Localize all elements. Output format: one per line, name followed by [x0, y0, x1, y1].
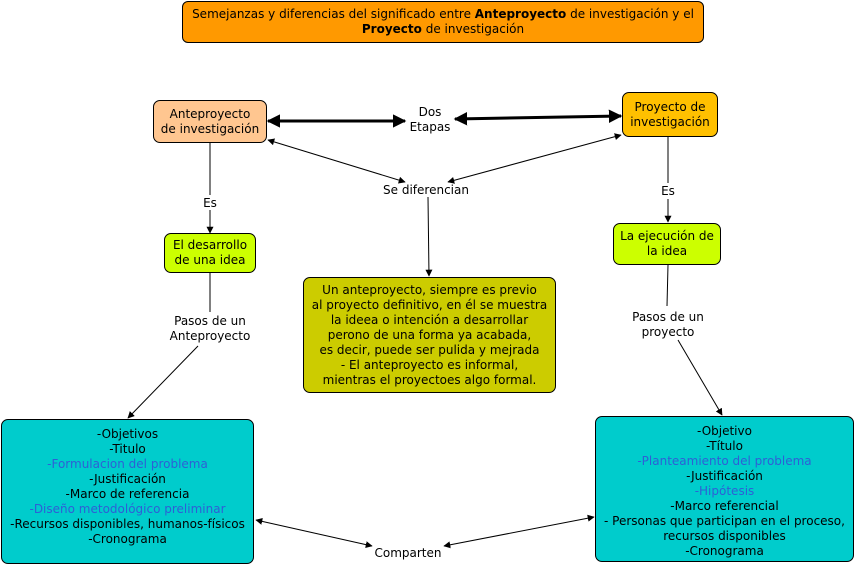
- link-se-diferencian-diferencia: [425, 196, 433, 277]
- list-item: -Objetivo: [697, 424, 752, 438]
- list-item-highlighted: -Planteamiento del problema: [637, 454, 812, 468]
- phrase-text: Se diferencian: [383, 183, 469, 197]
- link-dos-etapas-proyecto: [453, 109, 623, 126]
- concept-text: la ideea o intención a desarrollar: [330, 312, 529, 327]
- list-item: recursos disponibles: [663, 529, 786, 543]
- concept-text: es decir, puede ser pulida y mejrada: [319, 342, 540, 357]
- phrase-text: Comparten: [374, 546, 442, 560]
- concept-text: Proyecto de: [634, 99, 706, 114]
- concept-text: La ejecución de: [620, 229, 714, 243]
- list-item: -Marco de referencia: [65, 487, 190, 501]
- concept-diferencia[interactable]: Un anteproyecto, siempre es previo al pr…: [303, 277, 556, 393]
- list-item: -Objetivos: [96, 427, 159, 441]
- phrase-se-diferencian[interactable]: Se diferencian: [376, 183, 476, 198]
- title-line-2: Proyecto de investigación: [361, 22, 525, 36]
- phrase-comparten[interactable]: Comparten: [372, 546, 444, 561]
- link-lista-ante-comparten: [255, 517, 373, 549]
- link-ejecucion-pasos: [666, 264, 669, 307]
- phrase-text: proyecto: [641, 325, 695, 339]
- phrase-dos-etapas[interactable]: Dos Etapas: [405, 105, 455, 135]
- concept-desarrollo-idea[interactable]: El desarrollo de una idea: [164, 233, 256, 273]
- list-item-highlighted: -Hipótesis: [694, 484, 755, 498]
- concept-text: perono de una forma ya acabada,: [327, 327, 532, 342]
- list-item: -Recursos disponibles, humanos-físicos: [10, 517, 245, 531]
- concept-text: mientras el proyectoes algo formal.: [322, 372, 537, 387]
- phrase-pasos-anteproyecto[interactable]: Pasos de un Anteproyecto: [160, 314, 260, 344]
- concept-proyecto[interactable]: Proyecto de investigación: [622, 92, 718, 137]
- link-proyecto-se-diferencian: [447, 133, 622, 184]
- concept-text: de investigación: [160, 121, 260, 136]
- list-item: -Marco referencial: [670, 499, 779, 513]
- link-pasos-lista-ante: [127, 345, 199, 419]
- phrase-text: Anteproyecto: [169, 329, 251, 343]
- link-comparten-lista-proy: [443, 514, 595, 549]
- phrase-text: Es: [661, 184, 675, 198]
- concept-pasos-proyecto-list[interactable]: -Objetivo -Título -Planteamiento del pro…: [595, 416, 854, 562]
- phrase-pasos-proyecto[interactable]: Pasos de un proyecto: [620, 310, 716, 340]
- list-item: -Justificación: [89, 472, 166, 486]
- concept-text: - El anteproyecto es informal,: [340, 357, 519, 372]
- list-item-highlighted: -Formulacion del problema: [47, 457, 208, 471]
- phrase-text: Etapas: [409, 120, 451, 134]
- title-box: Semejanzas y diferencias del significado…: [182, 1, 704, 43]
- concept-text: investigación: [630, 114, 710, 129]
- list-item: -Cronograma: [88, 532, 167, 546]
- phrase-text: Dos: [418, 105, 442, 119]
- concept-ejecucion-idea[interactable]: La ejecución de la idea: [613, 223, 721, 265]
- phrase-es-left[interactable]: Es: [198, 196, 222, 211]
- concept-text: la idea: [646, 244, 688, 258]
- list-item: -Titulo: [109, 442, 146, 456]
- concept-text: El desarrollo: [172, 238, 248, 252]
- phrase-text: Pasos de un: [632, 310, 704, 324]
- list-item: -Justificación: [686, 469, 763, 483]
- list-item: - Personas que participan en el proceso,: [604, 514, 845, 528]
- concept-anteproyecto[interactable]: Anteproyecto de investigación: [153, 100, 267, 143]
- phrase-text: Pasos de un: [174, 314, 246, 328]
- phrase-text: Es: [203, 196, 217, 210]
- link-pasos-lista-proy: [677, 339, 723, 416]
- concept-text: Un anteproyecto, siempre es previo: [322, 282, 537, 297]
- list-item-highlighted: -Diseño metodológico preliminar: [29, 502, 226, 516]
- concept-text: al proyecto definitivo, en él se muestra: [311, 297, 548, 312]
- title-line-1: Semejanzas y diferencias del significado…: [192, 7, 694, 21]
- list-item: -Cronograma: [685, 544, 764, 558]
- phrase-es-right[interactable]: Es: [656, 184, 680, 199]
- concept-pasos-anteproyecto-list[interactable]: -Objetivos -Titulo -Formulacion del prob…: [1, 419, 254, 564]
- concept-text: Anteproyecto: [169, 106, 251, 121]
- concept-text: de una idea: [174, 253, 246, 267]
- link-anteproyecto-se-diferencian: [267, 138, 406, 184]
- list-item: -Título: [706, 439, 743, 453]
